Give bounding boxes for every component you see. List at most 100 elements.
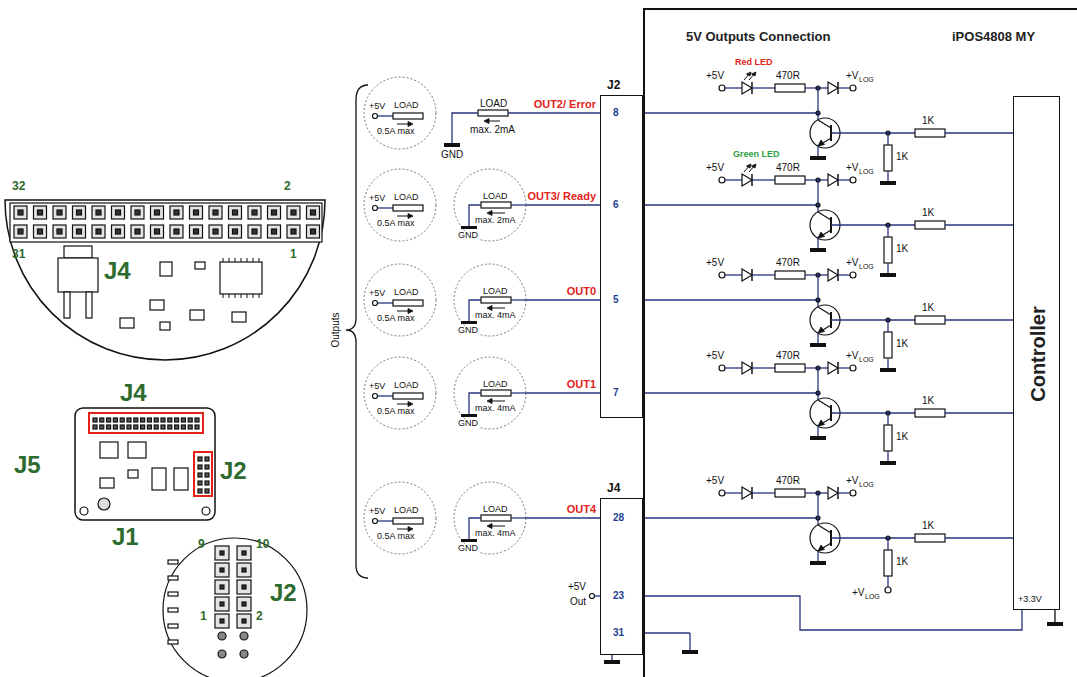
pin-number: 8 (613, 108, 619, 119)
wire (229, 258, 230, 262)
wire (887, 171, 888, 181)
header-pin (154, 425, 158, 429)
component (160, 262, 172, 276)
pin-number: 31 (613, 628, 624, 639)
arrow-head (818, 420, 825, 426)
pin-dot (242, 551, 246, 555)
wire (259, 294, 260, 298)
pin-dot (220, 568, 224, 572)
wire (643, 204, 818, 205)
label-text: +V (846, 163, 859, 174)
header-pin (198, 465, 202, 469)
ground-symbol (461, 321, 477, 324)
wire (378, 302, 394, 303)
pin-dot (233, 210, 238, 215)
wire (752, 87, 775, 88)
node-text: +5V (369, 194, 385, 203)
label-text: Red LED (735, 58, 773, 67)
load-drawing (363, 263, 437, 337)
label-text: LOG (859, 481, 874, 488)
wire (643, 596, 1022, 630)
component (100, 442, 118, 458)
header-pin (92, 206, 105, 219)
ground-symbol (810, 343, 826, 347)
pin-dot (242, 568, 246, 572)
resistor-symbol (915, 221, 945, 229)
diode-symbol (742, 362, 752, 374)
wire (378, 115, 394, 116)
header-pin (237, 580, 251, 594)
wire (725, 367, 742, 368)
side-pin (168, 640, 178, 644)
wire (744, 165, 750, 172)
label-text: +V (852, 588, 865, 599)
terminal (850, 85, 856, 91)
arrow-head (408, 214, 413, 219)
wire (945, 132, 1013, 133)
node-text: LOAD (394, 288, 419, 297)
node-text: LOAD (394, 381, 419, 390)
pin-dot (194, 229, 199, 234)
resistor-symbol (884, 425, 892, 451)
label-text: LOG (859, 356, 874, 363)
wire (725, 179, 742, 180)
wire (945, 224, 1013, 225)
wire (752, 492, 775, 493)
node-text: +5V (369, 102, 385, 111)
label-text: 1K (922, 303, 934, 314)
terminal (719, 272, 725, 278)
header-pin (151, 206, 164, 219)
load-drawing (363, 168, 437, 242)
pin-dot (116, 210, 121, 215)
label-text: +5V (706, 71, 724, 82)
wire (818, 418, 831, 426)
header-pin (181, 418, 185, 422)
module-box: 5V Outputs ConnectioniPOS4808 MYControll… (643, 8, 1077, 677)
header-pin (161, 418, 165, 422)
component (160, 322, 170, 330)
header-pin (113, 425, 117, 429)
load-resistor (393, 113, 423, 119)
pin-dot (291, 229, 296, 234)
header-pin (205, 481, 209, 485)
header-pin (168, 425, 172, 429)
label-text: J4 (120, 380, 147, 405)
wire (887, 320, 888, 332)
label-text: 1K (922, 396, 934, 407)
arrow-head (408, 122, 413, 127)
label-text: max. 2mA (470, 125, 515, 136)
wire (838, 367, 850, 368)
header-pin (205, 457, 209, 461)
load-circle: +5VLOAD0.5A max (363, 263, 437, 337)
wire (247, 258, 248, 262)
ground-symbol (810, 248, 826, 252)
terminal (850, 490, 856, 496)
header-pin (248, 206, 261, 219)
label-text: 1K (922, 521, 934, 532)
header-pin (53, 225, 66, 238)
wire (817, 146, 818, 156)
junction-dot (816, 111, 820, 115)
wire (818, 543, 831, 551)
header-pin (154, 418, 158, 422)
header-pin (190, 225, 203, 238)
wire (749, 165, 755, 172)
load-circle: LOADmax. 4mAGND (453, 481, 527, 555)
side-pin (168, 624, 178, 628)
led-symbol (742, 82, 752, 94)
wire (725, 87, 742, 88)
header-pin (170, 206, 183, 219)
load-resistor (393, 300, 423, 306)
node-text: GND (457, 419, 479, 428)
wire (253, 294, 254, 298)
resistor-symbol (775, 176, 805, 184)
node-text: LOAD (483, 192, 508, 201)
header-pin (168, 418, 172, 422)
mounting-hole (80, 507, 88, 515)
pin-dot (233, 229, 238, 234)
board-outline (75, 408, 215, 520)
output-wire (527, 517, 600, 518)
node-text: +3.3V (1018, 595, 1042, 604)
label-text: 1K (896, 244, 908, 255)
wire (643, 632, 690, 633)
